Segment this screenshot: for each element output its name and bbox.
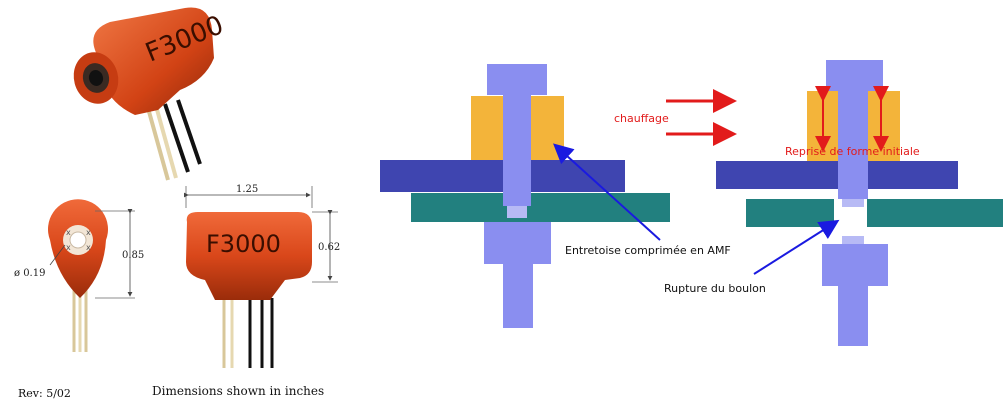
assembly-before: Entretoise comprimée en AMF xyxy=(380,64,731,328)
heating-indicator: chauffage xyxy=(614,89,737,146)
assembly-after: Reprise de forme initiale Rupture du bou… xyxy=(664,60,1003,346)
svg-text:x: x xyxy=(86,228,91,237)
bolt-head-before xyxy=(487,64,547,95)
sensor-3d-leads xyxy=(146,99,202,181)
dim-diameter: ø 0.19 xyxy=(14,268,45,279)
svg-text:x: x xyxy=(66,243,71,252)
rupture-label: Rupture du boulon xyxy=(664,282,766,295)
sensor-side-view: F3000 1.25 0.62 xyxy=(184,184,340,368)
plate-top-after xyxy=(716,161,958,189)
sensor-side-label: F3000 xyxy=(206,230,281,258)
plate-bottom-right-after xyxy=(867,199,1003,227)
nut-after xyxy=(822,244,888,286)
plate-top-before xyxy=(380,160,625,192)
plate-bottom-before xyxy=(411,193,670,222)
bolt-tail-before xyxy=(503,264,533,328)
nut-before xyxy=(484,222,551,264)
recovery-label: Reprise de forme initiale xyxy=(785,145,920,158)
bolt-shank-after xyxy=(838,91,868,199)
revision-label: Rev: 5/02 xyxy=(18,387,71,400)
dim-width: 1.25 xyxy=(236,184,258,195)
bolt-head-after xyxy=(826,60,883,91)
dim-height-side: 0.62 xyxy=(318,242,340,253)
dim-height-front: 0.85 xyxy=(122,250,144,261)
heating-label: chauffage xyxy=(614,112,669,125)
dimensions-note: Dimensions shown in inches xyxy=(152,384,324,398)
sensor-front-view: x x x x 0.85 ø 0.19 xyxy=(14,199,144,352)
bolt-tail-after xyxy=(838,286,868,346)
bolt-shank-before xyxy=(503,95,531,206)
plate-bottom-left-after xyxy=(746,199,834,227)
svg-text:x: x xyxy=(86,243,91,252)
svg-text:x: x xyxy=(66,228,71,237)
sensor-3d-view: F3000 xyxy=(73,7,228,181)
spacer-label: Entretoise comprimée en AMF xyxy=(565,244,731,257)
